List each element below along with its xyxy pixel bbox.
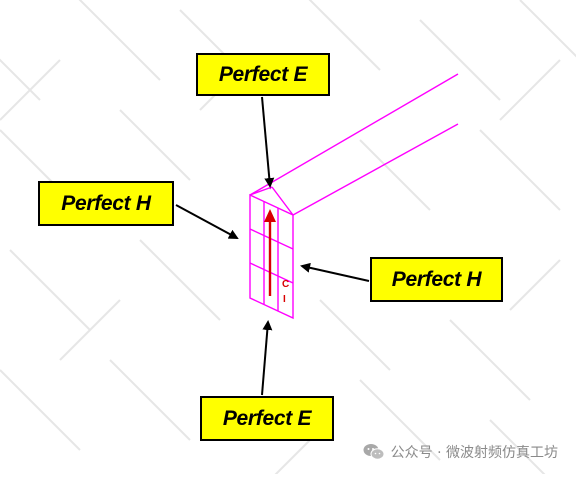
pointer-arrow-left-h: [175, 204, 239, 239]
port-face: [249, 193, 294, 320]
pointer-arrow-top-e: [261, 96, 275, 188]
watermark: 公众号 · 微波射频仿真工坊: [363, 442, 558, 462]
callout-perfect-e-top: Perfect E: [196, 53, 330, 96]
port-mark-upper: C: [282, 279, 289, 290]
pointer-arrows: [175, 96, 370, 396]
pointer-arrow-bottom-e: [261, 320, 273, 396]
wechat-icon: [363, 444, 385, 460]
watermark-text: 公众号 · 微波射频仿真工坊: [390, 445, 558, 461]
callout-perfect-h-left: Perfect H: [38, 181, 174, 226]
callout-perfect-h-right: Perfect H: [370, 257, 503, 302]
field-arrow: [264, 209, 276, 296]
callout-perfect-e-bottom: Perfect E: [200, 396, 334, 441]
pointer-arrow-right-h: [300, 262, 370, 282]
waveguide-body: [249, 73, 459, 216]
port-mark-lower: I: [283, 294, 286, 305]
